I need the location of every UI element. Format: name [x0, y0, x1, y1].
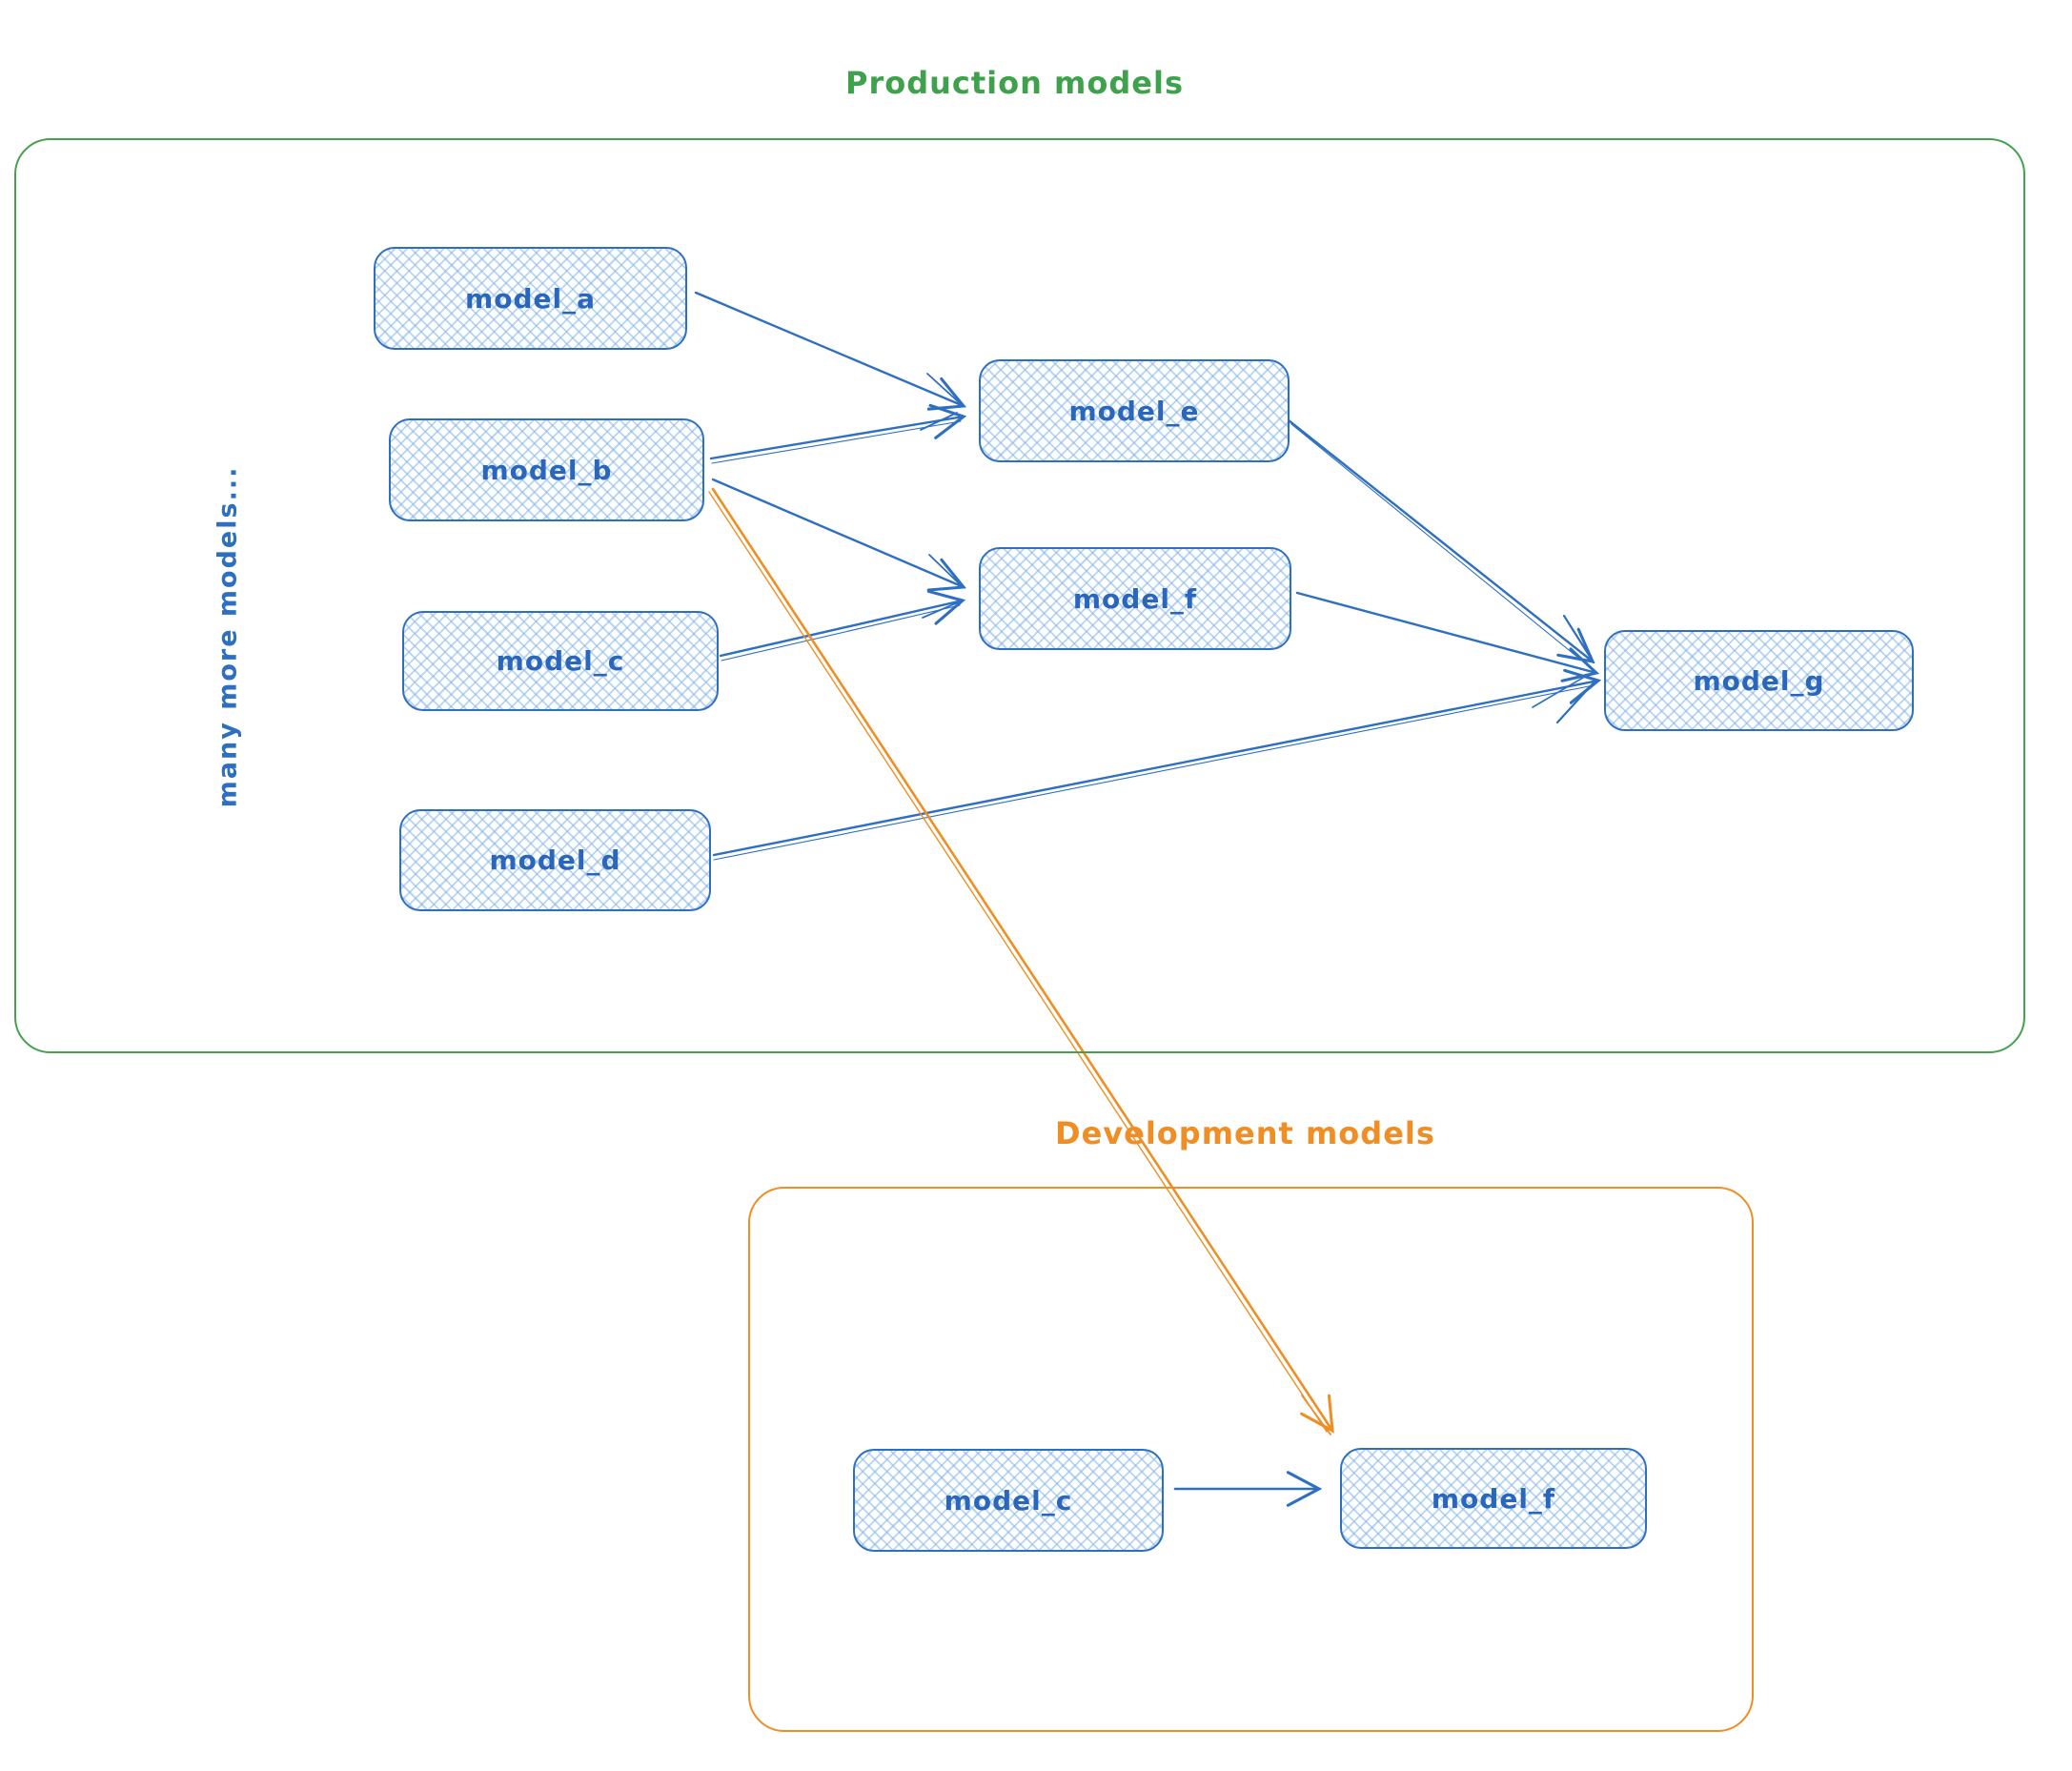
many-more-models-note: many more models... — [213, 465, 243, 808]
node-model-c-label: model_c — [496, 645, 625, 677]
node-model-a-label: model_a — [465, 282, 596, 315]
node-dev-model-f-label: model_f — [1431, 1482, 1556, 1515]
node-model-f-label: model_f — [1072, 582, 1198, 615]
node-model-f: model_f — [979, 547, 1291, 650]
node-model-c: model_c — [402, 611, 719, 711]
development-models-container: model_c model_f — [748, 1187, 1754, 1732]
node-dev-model-c: model_c — [853, 1449, 1164, 1552]
node-model-b-label: model_b — [480, 454, 613, 486]
node-model-g: model_g — [1604, 630, 1914, 731]
node-model-d-label: model_d — [489, 845, 621, 876]
node-dev-model-c-label: model_c — [944, 1484, 1073, 1517]
node-model-e: model_e — [979, 359, 1290, 462]
node-model-a: model_a — [374, 247, 687, 350]
node-model-e-label: model_e — [1068, 395, 1200, 427]
production-models-label: Production models — [845, 65, 1184, 101]
node-model-g-label: model_g — [1693, 664, 1825, 697]
node-model-d: model_d — [399, 809, 711, 911]
node-dev-model-f: model_f — [1340, 1448, 1647, 1549]
node-model-b: model_b — [389, 418, 704, 521]
production-models-container: many more models... model_a model_b mode… — [14, 138, 2025, 1053]
development-models-label: Development models — [1055, 1115, 1435, 1151]
